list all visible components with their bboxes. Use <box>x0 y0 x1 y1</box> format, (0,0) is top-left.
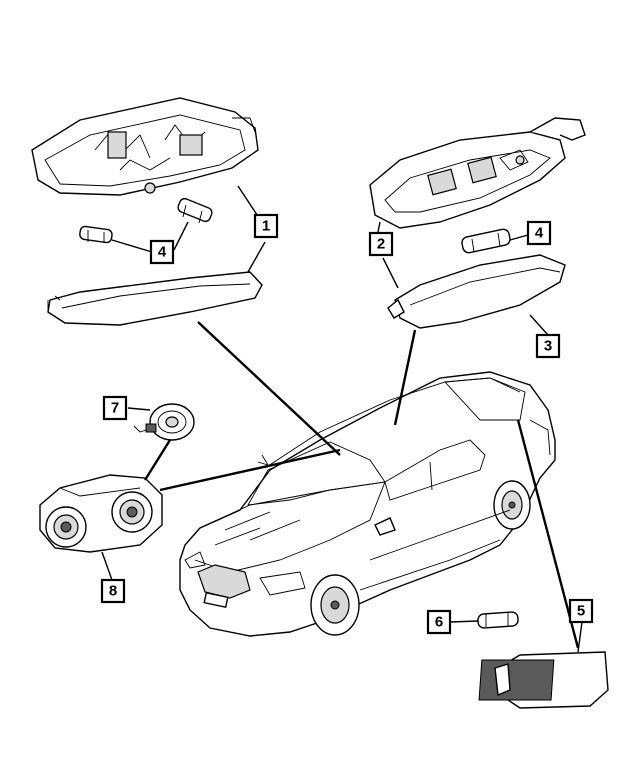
callout-5-label: 5 <box>577 603 585 620</box>
callout-7: 7 <box>102 395 128 421</box>
callout-6-label: 6 <box>435 614 443 631</box>
dome-lamp-housing-left <box>31 97 259 196</box>
callout-3: 3 <box>535 333 561 359</box>
callout-3-label: 3 <box>544 338 552 355</box>
dome-lamp-lens-right <box>387 254 566 329</box>
location-pointer-lines <box>143 321 580 649</box>
callout-8-label: 8 <box>109 583 117 600</box>
callout-1-label: 1 <box>262 218 270 235</box>
bulb-6 <box>477 611 519 629</box>
callout-8: 8 <box>100 578 126 604</box>
callout-1: 1 <box>253 213 279 239</box>
callout-7-label: 7 <box>111 400 119 417</box>
callout-2: 2 <box>368 231 394 257</box>
bulb-left-2 <box>177 197 213 224</box>
bulb-left-1 <box>79 225 113 244</box>
dome-lamp-lens-left <box>47 271 263 326</box>
dome-lamp-housing-right <box>369 117 586 229</box>
reading-lamp-socket <box>133 403 195 441</box>
callout-4-left: 4 <box>149 239 175 265</box>
callout-6: 6 <box>426 609 452 635</box>
courtesy-lamp-5 <box>478 651 609 709</box>
callout-4-right: 4 <box>526 220 552 246</box>
sedan-vehicle <box>179 371 556 637</box>
callout-2-label: 2 <box>377 236 385 253</box>
leader-lines <box>101 185 583 653</box>
bulb-right <box>461 228 511 254</box>
callout-5: 5 <box>568 598 594 624</box>
map-lamp-assembly <box>39 474 163 553</box>
callout-4-right-label: 4 <box>535 225 544 242</box>
callout-4-left-label: 4 <box>158 244 167 261</box>
